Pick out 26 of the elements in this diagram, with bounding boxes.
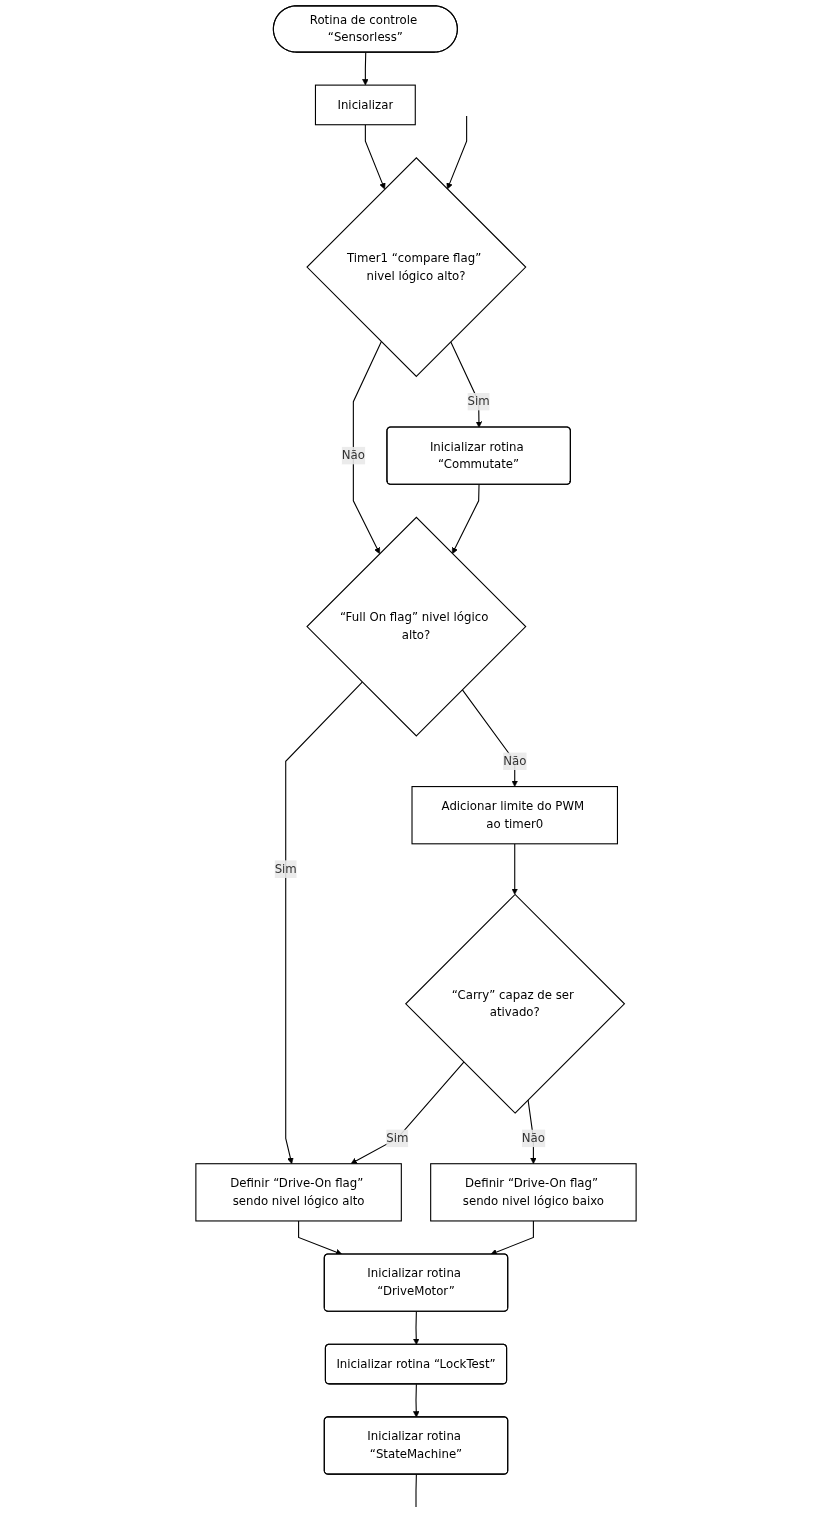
arrow [412,1311,419,1345]
node-diamond: Timer1 “compare flag” nivel lógico alto? [305,157,526,378]
edge-label: Não [502,753,526,768]
node-box: Adicionar limite do PWM ao timer0 [410,786,618,845]
node-box: Inicializar [314,84,416,126]
node-box: Definir “Drive-On flag” sendo nivel lógico alto [194,1163,402,1222]
connector [414,1473,417,1508]
arrow [352,341,382,554]
node-diamond: “Full On flag” nivel lógico alto? [305,516,526,737]
arrow [361,51,369,86]
edge-label: Não [341,448,365,463]
node-diamond: “Carry” capaz de ser ativado? [404,893,625,1114]
node-box: Definir “Drive-On flag” sendo nivel lógico baixo [429,1163,637,1222]
arrow [364,124,385,190]
arrow [511,843,518,895]
arrow [446,115,467,190]
arrow [284,681,363,1164]
edge-label: Sim [385,1131,408,1146]
arrow [449,341,482,428]
edge-label: Sim [274,861,297,876]
arrow [412,1383,419,1418]
arrow [461,689,518,787]
arrow [451,484,480,554]
edge-label: Sim [467,394,490,409]
arrow [350,1061,464,1164]
edge-label: Não [521,1131,545,1146]
